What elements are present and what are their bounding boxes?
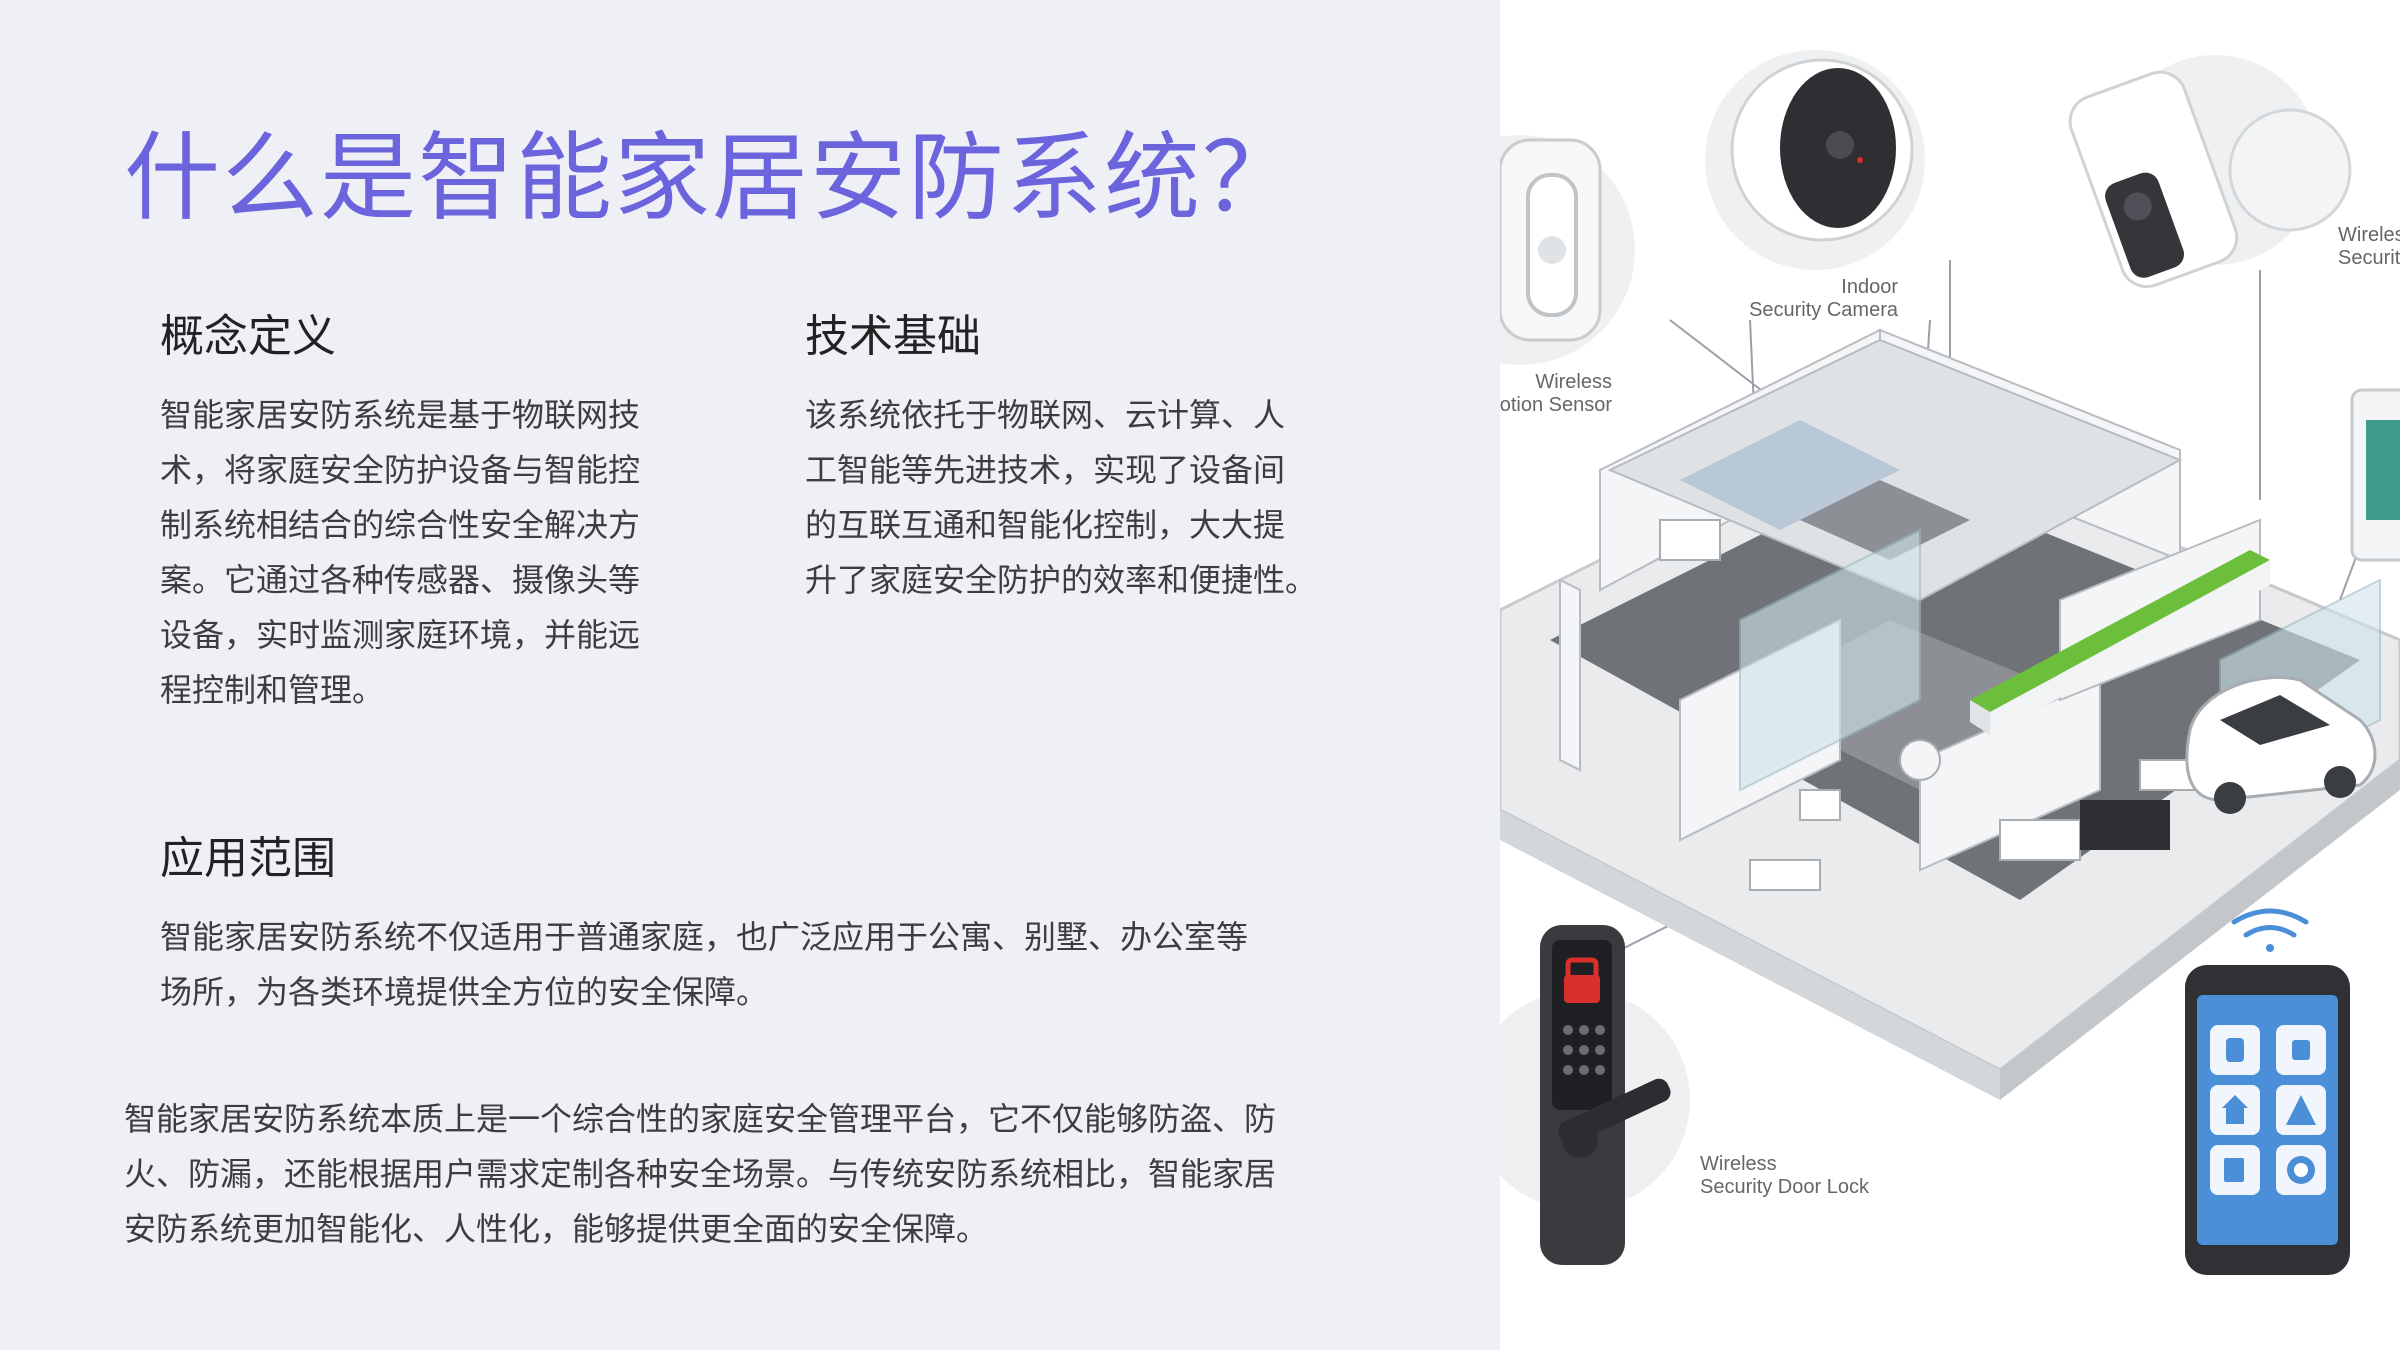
tech-line: 该系统依托于物联网、云计算、人 — [805, 396, 1286, 434]
application-line: 场所，为各类环境提供全方位的安全保障。 — [160, 973, 769, 1011]
door-lock-label-line: Security Door Lock — [1700, 1176, 1870, 1198]
concept-line: 术，将家庭安全防护设备与智能控 — [160, 451, 641, 489]
smart-home-illustration: Indoor Security Camera Wireless otion Se… — [1500, 0, 2400, 1350]
summary-line: 智能家居安防系统本质上是一个综合性的家庭安全管理平台，它不仅能够防盗、防 — [124, 1100, 1277, 1138]
indoor-camera-label-line: Security Camera — [1749, 299, 1899, 321]
motion-sensor-label-line: otion Sensor — [1500, 394, 1612, 416]
control-panel-icon — [2350, 388, 2400, 562]
wifi-icon — [2231, 908, 2309, 952]
concept-text: 智能家居安防系统是基于物联网技 术，将家庭安全防护设备与智能控 制系统相结合的综… — [160, 388, 680, 718]
text-panel: 什么是智能家居安防系统？ 概念定义 智能家居安防系统是基于物联网技 术，将家庭安… — [124, 122, 1365, 1257]
application-section: 应用范围 智能家居安防系统不仅适用于普通家庭，也广泛应用于公寓、别墅、办公室等 … — [160, 822, 1360, 1020]
smartphone-icon — [2185, 965, 2350, 1275]
outdoor-camera-label-line: Securit — [2338, 247, 2400, 269]
concept-line: 程控制和管理。 — [160, 671, 385, 709]
outdoor-camera-label-line: Wireles — [2338, 224, 2400, 246]
concept-section: 概念定义 智能家居安防系统是基于物联网技 术，将家庭安全防护设备与智能控 制系统… — [160, 300, 680, 718]
house-model — [1500, 328, 2400, 1100]
application-heading: 应用范围 — [160, 833, 336, 884]
tech-section: 技术基础 该系统依托于物联网、云计算、人 工智能等先进技术，实现了设备间 的互联… — [805, 300, 1365, 608]
tech-line: 升了家庭安全防护的效率和便捷性。 — [805, 561, 1318, 599]
summary-line: 火、防漏，还能根据用户需求定制各种安全场景。与传统安防系统相比，智能家居 — [124, 1155, 1277, 1193]
car-icon — [2185, 675, 2377, 814]
concept-line: 智能家居安防系统是基于物联网技 — [160, 396, 641, 434]
application-text: 智能家居安防系统不仅适用于普通家庭，也广泛应用于公寓、别墅、办公室等 场所，为各… — [160, 910, 1360, 1020]
summary-paragraph: 智能家居安防系统本质上是一个综合性的家庭安全管理平台，它不仅能够防盗、防 火、防… — [124, 1092, 1364, 1257]
tech-line: 工智能等先进技术，实现了设备间 — [805, 451, 1286, 489]
motion-sensor-label-line: Wireless — [1535, 371, 1612, 393]
application-line: 智能家居安防系统不仅适用于普通家庭，也广泛应用于公寓、别墅、办公室等 — [160, 918, 1249, 956]
tech-line: 的互联互通和智能化控制，大大提 — [805, 506, 1286, 544]
indoor-camera-icon — [1705, 50, 1925, 270]
page-title: 什么是智能家居安防系统？ — [124, 122, 1300, 234]
indoor-camera-label-line: Indoor — [1841, 276, 1898, 298]
summary-line: 安防系统更加智能化、人性化，能够提供更全面的安全保障。 — [124, 1210, 989, 1248]
tech-text: 该系统依托于物联网、云计算、人 工智能等先进技术，实现了设备间 的互联互通和智能… — [805, 388, 1365, 608]
concept-line: 案。它通过各种传感器、摄像头等 — [160, 561, 641, 599]
concept-line: 设备，实时监测家庭环境，并能远 — [160, 616, 641, 654]
house-illustration-svg: Indoor Security Camera Wireless otion Se… — [1500, 50, 2400, 1275]
concept-line: 制系统相结合的综合性安全解决方 — [160, 506, 641, 544]
outdoor-camera-icon — [2068, 55, 2352, 289]
tech-heading: 技术基础 — [805, 311, 981, 362]
door-lock-icon — [1500, 925, 1690, 1265]
concept-heading: 概念定义 — [160, 311, 336, 362]
door-lock-label-line: Wireless — [1700, 1153, 1777, 1175]
motion-sensor-icon — [1500, 135, 1635, 365]
